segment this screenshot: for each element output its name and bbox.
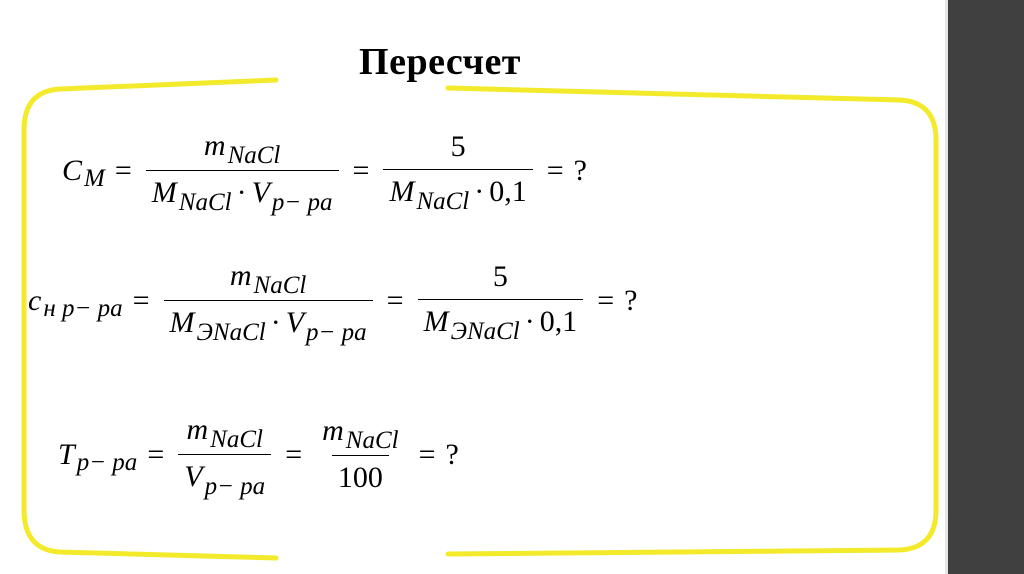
frac-den-a: M	[423, 305, 449, 338]
molarity-lhs-sub: M	[84, 164, 105, 192]
frac-den-a: M	[389, 175, 415, 208]
frac-den-a: M	[169, 306, 195, 339]
titer-fraction-1: mNaCl Vp− pa	[178, 412, 272, 500]
normality-fraction-2: 5 MЭNaCl·0,1	[417, 259, 584, 345]
titer-lhs-sub: p− pa	[76, 448, 138, 476]
result-question: ?	[573, 153, 587, 187]
result-question: ?	[445, 437, 459, 471]
frac-den-sub: p− pa	[204, 473, 266, 500]
equals-sign: =	[285, 437, 303, 471]
frac-den-a-sub: NaCl	[416, 188, 470, 215]
frac-den-a-sub: NaCl	[178, 189, 232, 216]
frac-den-b-sub: p− pa	[271, 189, 333, 216]
equals-sign: =	[114, 153, 132, 187]
normality-lhs: c	[28, 283, 42, 317]
frac-den: V	[184, 460, 203, 493]
equals-sign: =	[418, 437, 436, 471]
sidebar-divider	[945, 0, 948, 574]
frac-num: m	[203, 129, 226, 162]
frame-right-bracket	[445, 85, 939, 557]
molarity-lhs: C	[62, 153, 83, 187]
equals-sign: =	[597, 283, 615, 317]
slide-title: Пересчет	[359, 41, 521, 83]
multiply-dot: ·	[474, 175, 485, 208]
multiply-dot: ·	[270, 306, 281, 339]
frac-den-a-sub: ЭNaCl	[450, 318, 520, 345]
frac-den-b: 0,1	[539, 305, 578, 338]
titer-lhs: T	[58, 437, 75, 471]
presentation-sidebar	[948, 0, 1024, 574]
frac-den-b: V	[285, 306, 305, 339]
frac-num: m	[229, 259, 252, 292]
frac-den-b: 0,1	[489, 175, 527, 208]
titer-fraction-2: mNaCl 100	[316, 413, 404, 496]
frac-num: m	[322, 414, 344, 447]
frac-den-a: M	[151, 176, 177, 209]
equals-sign: =	[352, 153, 370, 187]
normality-fraction-1: mNaCl MЭNaCl·Vp− pa	[163, 258, 373, 346]
frac-den-a-sub: ЭNaCl	[196, 319, 266, 346]
normality-lhs-sub: н p− pa	[43, 294, 123, 322]
frame-left-bracket	[21, 77, 279, 561]
equals-sign: =	[546, 153, 564, 187]
result-question: ?	[624, 283, 638, 317]
multiply-dot: ·	[524, 305, 535, 338]
molarity-fraction-2: 5 MNaCl·0,1	[383, 129, 533, 215]
molarity-fraction-1: mNaCl MNaCl·Vp− pa	[145, 128, 339, 216]
frac-num-sub: NaCl	[210, 426, 263, 453]
frac-num: m	[186, 413, 209, 446]
equals-sign: =	[147, 437, 165, 471]
frac-den: 100	[337, 461, 383, 494]
frac-num: 5	[450, 130, 466, 163]
frac-num-sub: NaCl	[227, 142, 281, 169]
multiply-dot: ·	[236, 176, 247, 209]
frac-num-sub: NaCl	[253, 272, 307, 299]
equals-sign: =	[386, 283, 404, 317]
frac-num-sub: NaCl	[345, 427, 399, 454]
equals-sign: =	[132, 283, 150, 317]
frac-num: 5	[492, 260, 508, 293]
frac-den-b-sub: p− pa	[306, 319, 367, 346]
frac-den-b: V	[251, 176, 270, 209]
